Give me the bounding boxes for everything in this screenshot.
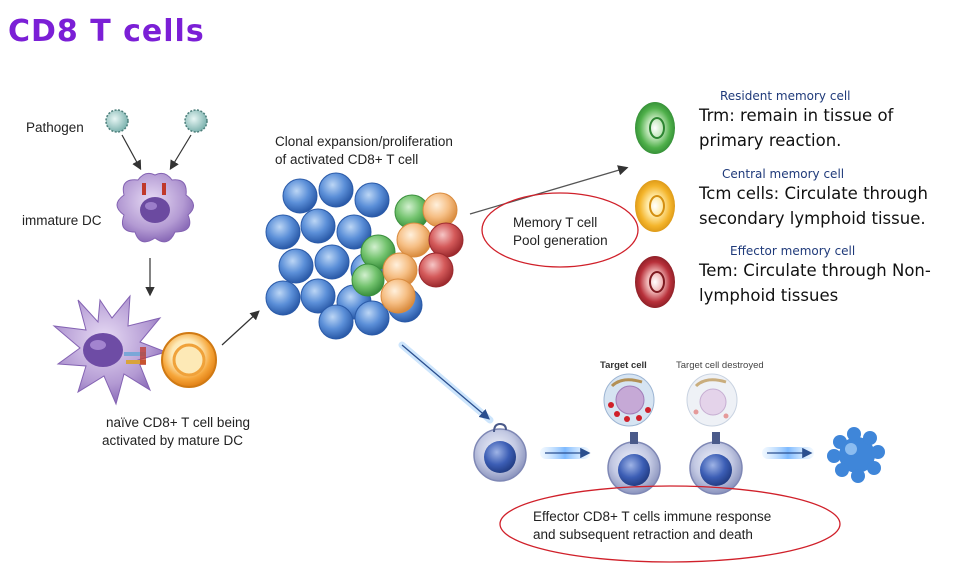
resident-memory-desc-line1: Trm: remain in tissue of xyxy=(699,106,894,125)
central-memory-desc-line2: secondary lymphoid tissue. xyxy=(699,209,926,228)
apoptotic-cell-icon xyxy=(827,427,885,483)
mature-dc-cell xyxy=(52,294,168,406)
naive-label-line1: naïve CD8+ T cell being xyxy=(106,415,250,430)
pathogen-right xyxy=(184,109,208,133)
resident-memory-title: Resident memory cell xyxy=(720,89,851,103)
pathogen-arrow-left xyxy=(121,134,142,171)
clonal-label-line2: of activated CD8+ T cell xyxy=(275,152,419,167)
resident-memory-cell-icon xyxy=(635,102,675,154)
pathogen-left xyxy=(105,109,129,133)
immature-dc-label: immature DC xyxy=(22,213,102,228)
central-memory-desc-line1: Tcm cells: Circulate through xyxy=(699,184,928,203)
clonal-expansion-cluster xyxy=(265,172,464,340)
target-cell-icon xyxy=(603,373,655,427)
target-cell-label: Target cell xyxy=(600,360,647,371)
memory-pool-highlight xyxy=(481,192,639,268)
effector-memory-title: Effector memory cell xyxy=(730,244,856,258)
resident-memory-desc-line2: primary reaction. xyxy=(699,131,842,150)
naive-label-line2: activated by mature DC xyxy=(102,433,244,448)
memory-arrow xyxy=(469,165,629,215)
effector-response-line2: and subsequent retraction and death xyxy=(533,527,753,542)
effector-memory-cell-icon xyxy=(635,256,675,308)
effector-memory-desc-line1: Tem: Circulate through Non- xyxy=(699,261,931,280)
pathogen-label: Pathogen xyxy=(26,120,84,135)
clonal-label-line1: Clonal expansion/proliferation xyxy=(275,134,453,149)
destroyed-target-cell-icon xyxy=(686,373,738,427)
central-memory-title: Central memory cell xyxy=(722,167,845,181)
cluster-blue-cells xyxy=(265,172,423,340)
memory-pool-label-line2: Pool generation xyxy=(513,233,608,248)
central-memory-cell-icon xyxy=(635,180,675,232)
effector-response-highlight xyxy=(499,485,841,563)
effector-arrow xyxy=(401,344,490,420)
effector-cell-3 xyxy=(689,432,743,495)
effector-cell-2 xyxy=(607,432,661,495)
naive-cd8-t-cell xyxy=(161,332,217,388)
activation-arrow xyxy=(221,310,260,346)
memory-pool-label-line1: Memory T cell xyxy=(513,215,598,230)
target-destroyed-label: Target cell destroyed xyxy=(676,360,764,371)
immature-dc-cell xyxy=(116,172,194,243)
effector-cell-1 xyxy=(473,422,527,482)
cluster-red-cells xyxy=(418,222,464,288)
page-title: CD8 T cells xyxy=(8,14,205,49)
effector-response-line1: Effector CD8+ T cells immune response xyxy=(533,509,772,524)
pathogen-arrow-right xyxy=(169,134,192,171)
effector-memory-desc-line2: lymphoid tissues xyxy=(699,286,839,305)
